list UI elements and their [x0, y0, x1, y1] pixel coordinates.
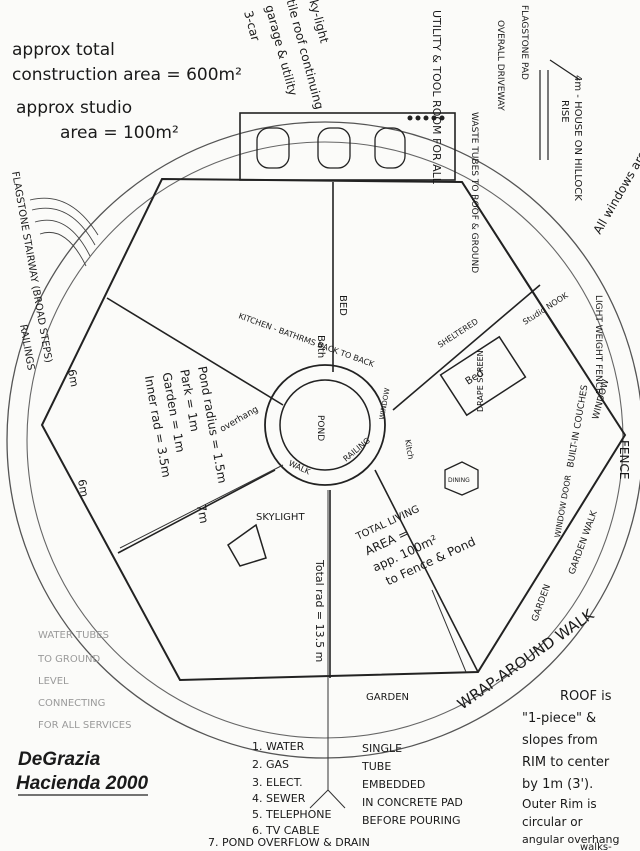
railing-pond-label: RAILING — [342, 436, 372, 464]
flagstone-stairway — [29, 197, 99, 267]
built-in-couches-label: BUILT-IN COUCHES — [566, 384, 590, 469]
single-tube-line: BEFORE POURING — [362, 814, 461, 827]
dining-table — [444, 461, 479, 496]
rise-label: RISE — [559, 100, 570, 123]
railings-label: RAILINGS — [17, 324, 36, 372]
total-living-note: TOTAL LIVING AREA = app. 100m² to Fence … — [354, 504, 478, 588]
total-radius-label: Total rad = 13.5 m — [313, 559, 326, 662]
dining-label: DINING — [448, 477, 470, 484]
waste-tubes-label: WASTE TUBES TO ROOF & GROUND — [469, 112, 479, 273]
single-tube-line: TUBE — [361, 760, 391, 773]
pond-dimensions-note: Pond radius = 1.5m Park = 1m Garden = 1m… — [142, 365, 230, 484]
pond — [279, 379, 371, 471]
dim-7m: 7m — [194, 503, 211, 524]
faint-note-line: TO GROUND — [37, 654, 101, 665]
utilities-item: 5. TELEPHONE — [252, 808, 332, 821]
roof-note-line: circular or — [522, 815, 583, 829]
window-door-label: WINDOW DOOR — [553, 474, 573, 539]
studio-area-note-2: area = 100m² — [60, 123, 179, 143]
utilities-item: 7. POND OVERFLOW & DRAIN — [208, 836, 370, 849]
single-tube-line: SINGLE — [362, 742, 402, 755]
signature-line-1: DeGrazia — [18, 749, 101, 770]
faint-note-line: LEVEL — [38, 676, 69, 687]
kitch-label: Kitch — [403, 439, 415, 460]
skylight-marker — [227, 523, 267, 567]
dim-6m-left: 6m — [65, 368, 81, 388]
windows-note: All windows are also doors — [590, 92, 640, 237]
roof-note-line: RIM to center — [522, 755, 610, 770]
total-area-note-2: construction area = 600m² — [12, 65, 242, 85]
pond-walk-ring — [264, 364, 386, 486]
driveway-rise — [539, 59, 581, 160]
single-tube-note: SINGLE TUBE EMBEDDED IN CONCRETE PAD BEF… — [361, 742, 463, 827]
roof-note: ROOF is "1-piece" & slopes from RIM to c… — [522, 689, 620, 851]
roof-note-line: walks- — [580, 842, 612, 851]
overhang-label: overhang — [219, 405, 261, 435]
fence-label: FENCE — [617, 440, 631, 479]
utilities-item: 6. TV CABLE — [252, 824, 320, 837]
signature-line-2: Hacienda 2000 — [16, 773, 148, 794]
faint-note-line: CONNECTING — [38, 698, 105, 709]
skylight-label: SKYLIGHT — [256, 512, 305, 523]
roof-note-line: by 1m (3'). — [522, 777, 593, 792]
total-area-note-1: approx total — [12, 40, 115, 60]
faint-note-line: FOR ALL SERVICES — [38, 720, 131, 731]
garage-note: 3-car garage & utility tile roof continu… — [241, 0, 331, 111]
utility-room-label: UTILITY & TOOL ROOM FOR ALL — [430, 10, 443, 185]
dim-6m-lower: 6m — [75, 478, 91, 498]
driveway-label: OVERALL DRIVEWAY — [495, 20, 505, 111]
roof-note-line: Outer Rim is — [522, 797, 597, 811]
lightweight-fence-label: LIGHT WEIGHT FENCE — [593, 295, 603, 394]
utilities-list: 1. WATER 2. GAS 3. ELECT. 4. SEWER 5. TE… — [208, 740, 370, 849]
roof-note-line: ROOF is — [560, 689, 612, 704]
studio-area-note-1: approx studio — [16, 98, 132, 118]
window-small-label: WINDOW — [378, 387, 391, 420]
utilities-item: 2. GAS — [252, 758, 289, 771]
pond-label: POND — [315, 415, 325, 441]
hillock-label: 4m - HOUSE ON HILLOCK — [572, 75, 583, 201]
utilities-item: 1. WATER — [252, 740, 305, 753]
garden-right-label: GARDEN — [530, 583, 553, 623]
utilities-item: 3. ELECT. — [252, 776, 303, 789]
bath-label: Bath — [315, 335, 326, 358]
faint-water-note: WATER TUBES TO GROUND LEVEL CONNECTING F… — [37, 630, 131, 731]
kitchen-label: KITCHEN - BATHRMS BACK TO BACK — [237, 311, 376, 369]
single-tube-line: IN CONCRETE PAD — [362, 796, 463, 809]
outer-walk-ring — [6, 121, 640, 759]
garage-outline — [239, 112, 456, 181]
bed-top-label: BED — [337, 295, 348, 316]
garden-bottom-label: GARDEN — [366, 692, 409, 703]
flagstone-pad-label: FLAGSTONE PAD — [519, 5, 529, 80]
roof-note-line: angular overhang — [522, 833, 620, 846]
dimension-lines — [119, 464, 467, 809]
roof-note-line: "1-piece" & — [522, 711, 596, 726]
utility-room-dots — [407, 115, 445, 121]
room-dividers — [106, 181, 563, 678]
garage-note-line: 3-car — [241, 9, 263, 42]
studio-bed — [439, 335, 527, 417]
single-tube-line: EMBEDDED — [362, 778, 425, 791]
faint-note-line: WATER TUBES — [38, 630, 109, 641]
studio-nook-label: Studio NOOK — [521, 290, 570, 326]
drape-screen-label: DRAPE SCREEN — [476, 350, 485, 412]
garage-cars — [256, 127, 406, 169]
roof-note-line: slopes from — [522, 733, 598, 748]
sheltered-label: SHELTERED — [436, 317, 480, 350]
utilities-item: 4. SEWER — [252, 792, 306, 805]
